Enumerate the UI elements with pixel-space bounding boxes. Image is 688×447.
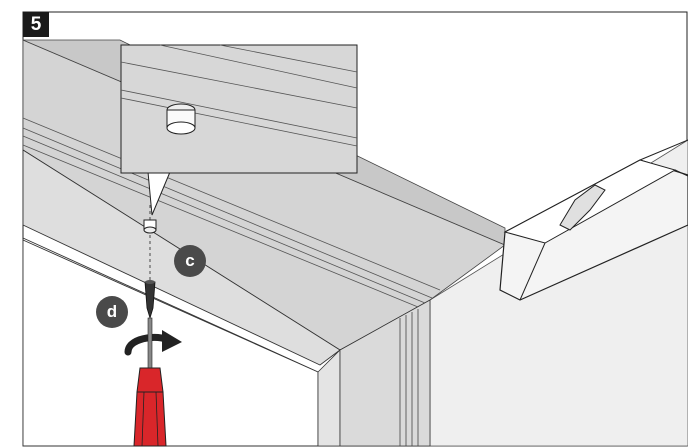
step-number-badge: 5: [23, 12, 49, 37]
frame-grooves: [22, 117, 441, 308]
frame-jamb-side: [339, 299, 431, 447]
callout-c: c: [174, 245, 206, 277]
screw: [144, 280, 156, 320]
rotation-arrow: [124, 330, 182, 356]
callout-d: d: [96, 296, 128, 328]
screwdriver: [133, 317, 167, 447]
detail-inset: [120, 44, 358, 216]
jamb-grooves: [399, 309, 419, 446]
anchor-plug: [143, 219, 157, 234]
motor-housing: [499, 139, 688, 301]
